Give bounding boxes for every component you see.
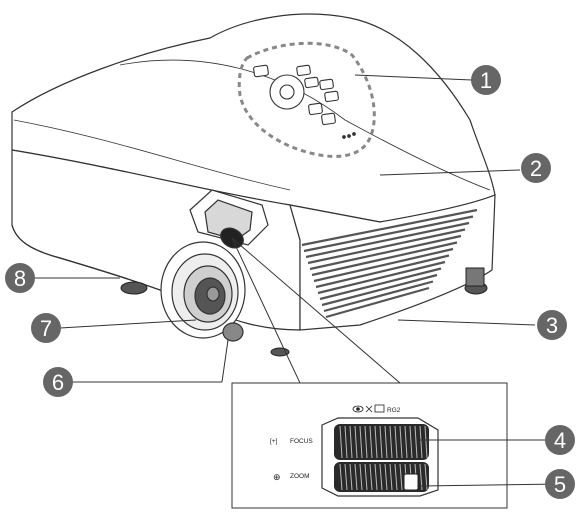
callout-circle [5, 263, 35, 293]
vent-slat [323, 280, 434, 313]
vent-slat [321, 273, 438, 307]
panel-button [253, 64, 269, 78]
ring-ridge [389, 425, 393, 459]
vent-slat [315, 254, 450, 289]
ring-ridge [389, 463, 393, 491]
front-foot-left [120, 281, 148, 295]
callout-number: 5 [554, 472, 566, 497]
callout-circle [43, 367, 73, 397]
lens-window [189, 189, 269, 249]
ring-ridge [404, 425, 408, 459]
ring-ridge [409, 425, 413, 459]
callout-number: 7 [40, 316, 52, 341]
callout-number: 8 [14, 266, 26, 291]
panel-button [296, 64, 311, 77]
zoom-tab [403, 473, 419, 491]
vent-slat [301, 208, 478, 247]
ring-ridge [379, 425, 383, 459]
zoom-label: ZOOM [290, 473, 310, 480]
callout-1: 1 [471, 65, 501, 95]
panel-button [308, 102, 323, 116]
vent-slat [319, 267, 442, 301]
ring-ridge [369, 425, 373, 459]
ring-ridge [359, 425, 363, 459]
ring-ridge [339, 463, 343, 491]
ring-ridge [344, 425, 348, 459]
ring-ridge [419, 425, 423, 459]
callout-7: 7 [31, 313, 61, 343]
callout-2: 2 [521, 153, 551, 183]
ring-ridge [379, 463, 383, 491]
vent-slat [309, 234, 462, 271]
vent-slat [317, 260, 446, 295]
callout-number: 2 [530, 156, 542, 181]
callout-circle [545, 425, 575, 455]
callout-number: 6 [52, 370, 64, 395]
projector-body [11, 13, 496, 331]
callout-number: 1 [480, 68, 492, 93]
ring-ridge [364, 425, 368, 459]
ring-ridge [344, 463, 348, 491]
callout-circle [471, 65, 501, 95]
ring-ridge [399, 425, 403, 459]
focus-icon: [+] [270, 438, 278, 445]
panel-button [304, 76, 319, 89]
rg-label: RG2 [387, 407, 401, 414]
ring-ridge [394, 463, 398, 491]
callouts: 1 2 3 4 5 6 78 [5, 65, 575, 499]
leader-lines [30, 74, 561, 487]
callout-3: 3 [537, 310, 567, 340]
ring-ridge [384, 425, 388, 459]
ring-ridge [354, 463, 358, 491]
vent-grille [301, 208, 478, 319]
focus-label: FOCUS [290, 438, 313, 445]
callout-number: 3 [546, 313, 558, 338]
vent-slat [307, 228, 466, 265]
rg-icon [352, 404, 385, 413]
zoom-icon: ⊕ [273, 472, 281, 482]
ring-ridge [354, 425, 358, 459]
ring-ridge [399, 463, 403, 491]
ring-ridge [394, 425, 398, 459]
ring-ridge [349, 425, 353, 459]
vent-slat [305, 221, 470, 259]
panel-button [319, 78, 334, 91]
vent-slat [325, 286, 430, 319]
ring-ridge [369, 463, 373, 491]
ring-ridge [374, 463, 378, 491]
control-panel-buttons [253, 64, 356, 139]
panel-button [321, 112, 336, 126]
control-panel-outline [237, 41, 376, 158]
ir-sensor [222, 322, 244, 342]
panel-button [324, 90, 339, 103]
callout-8: 8 [5, 263, 35, 293]
ring-ridge [359, 463, 363, 491]
ring-ridge [364, 463, 368, 491]
lens-inset: RG2 [+] FOCUS ⊕ ZOOM [231, 382, 508, 509]
callout-4: 4 [545, 425, 575, 455]
vent-slat [313, 247, 454, 283]
ring-ridge [339, 425, 343, 459]
callout-circle [545, 469, 575, 499]
callout-6: 6 [43, 367, 73, 397]
callout-5: 5 [545, 469, 575, 499]
vent-slat [311, 241, 458, 277]
callout-circle [521, 153, 551, 183]
panel-dial-center [279, 84, 295, 100]
ring-ridge [414, 425, 418, 459]
ring-ridge [374, 425, 378, 459]
callout-circle [537, 310, 567, 340]
projection-lens [160, 241, 246, 339]
callout-number: 4 [554, 428, 566, 453]
ring-ridge [384, 463, 388, 491]
vent-slat [303, 215, 474, 253]
ring-ridge [349, 463, 353, 491]
ring-ridge [424, 425, 428, 459]
callout-circle [31, 313, 61, 343]
